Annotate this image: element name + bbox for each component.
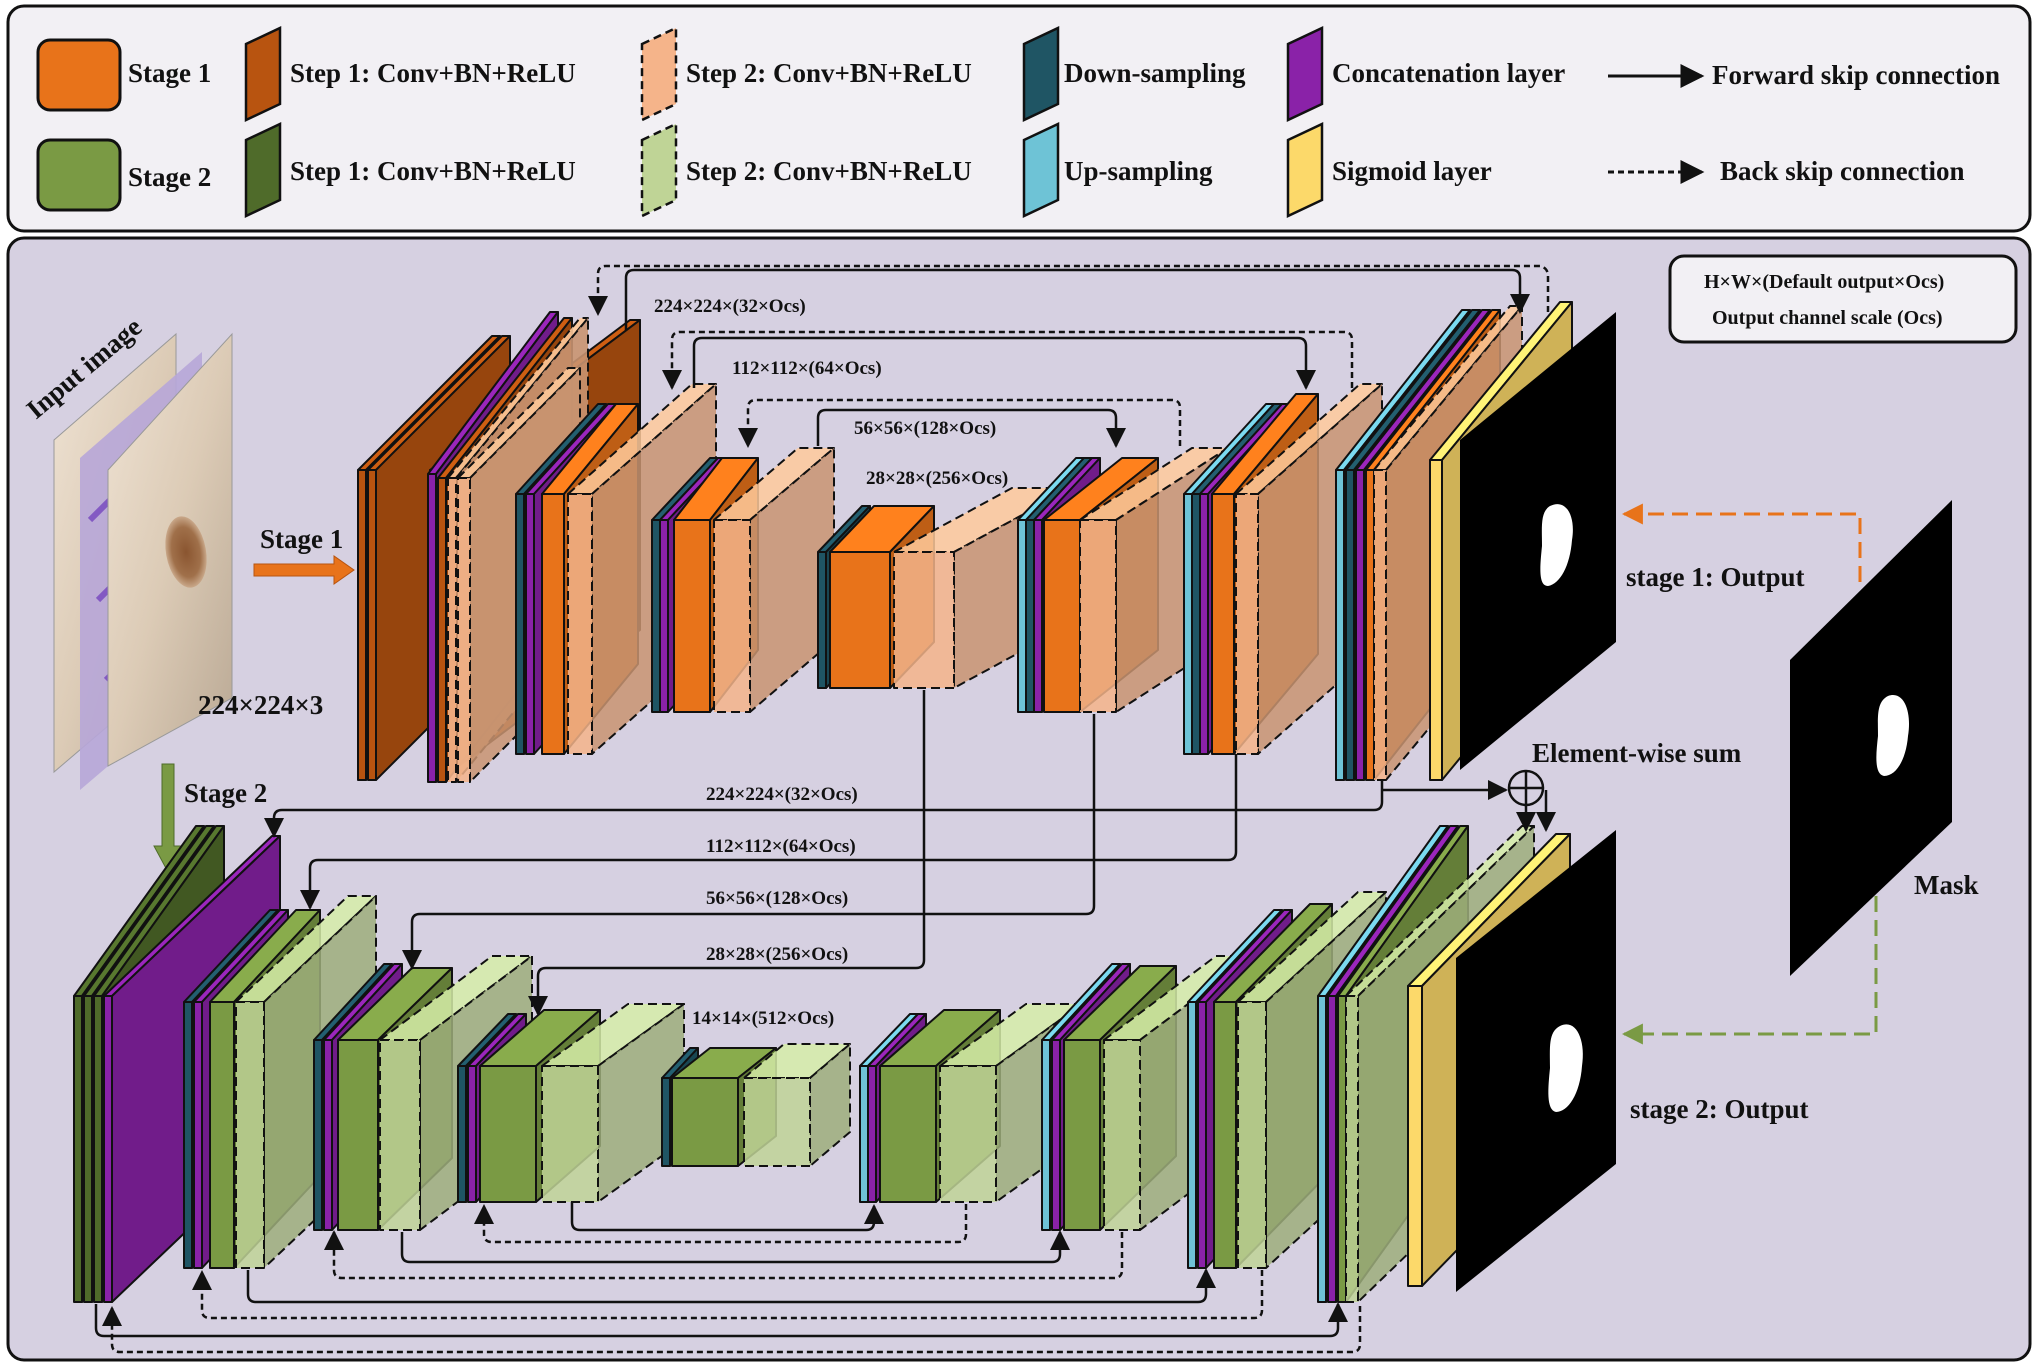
dim-s1-0: 224×224×(32×Ocs) [654,296,806,317]
stage2-output-mask [1456,830,1616,1292]
stage1-arrow: Stage 1 [253,524,355,585]
legend-sigmoid: Sigmoid layer [1332,156,1492,186]
legend-s1-step1: Step 1: Conv+BN+ReLU [290,58,576,88]
stage1-output-label: stage 1: Output [1626,562,1805,592]
s2-step2-swatch [640,122,678,218]
legend-down: Down-sampling [1064,58,1246,88]
network-layers [73,301,1573,1303]
dim-s2-1: 112×112×(64×Ocs) [706,836,856,857]
mask-label: Mask [1914,870,1979,900]
element-wise-sum-icon [1507,769,1545,807]
s1-fwd-56 [816,408,1126,448]
up-sampling-swatch [1022,122,1060,218]
legend-stage2: Stage 2 [128,162,211,192]
skip-connections [94,264,1556,1354]
legend-stage1: Stage 1 [128,58,211,88]
input-size-label: 224×224×3 [198,690,323,720]
bottleneck-s2-label: 14×14×(512×Ocs) [692,1008,834,1029]
dim-s1-2: 56×56×(128×Ocs) [854,418,996,439]
legend-s1-step2: Step 2: Conv+BN+ReLU [686,58,972,88]
s1-back-112 [662,330,1354,390]
s1-step1-swatch [244,26,282,122]
legend-up: Up-sampling [1064,156,1213,186]
dim-s2-2: 56×56×(128×Ocs) [706,888,848,909]
s2-fwd-28 [570,1202,884,1232]
stage2-arrow: Stage 2 [153,763,267,874]
stage1-feedback-arrow [1621,503,1862,582]
legend-back: Back skip connection [1720,156,1965,186]
legend-s2-step1: Step 1: Conv+BN+ReLU [290,156,576,186]
legend-s2-step2: Step 2: Conv+BN+ReLU [686,156,972,186]
mole [165,516,207,588]
s1-enc3-step2 [713,447,835,713]
s1-fwd-224 [624,268,1530,330]
stage1-output-mask [1460,312,1616,770]
s2-back-56 [324,1230,1124,1280]
s1-back-224 [588,264,1550,316]
legend-concat: Concatenation layer [1332,58,1565,88]
s2-back-224 [102,1306,1362,1354]
s1s2-112 [300,754,1238,910]
s1-fwd-112 [692,336,1316,390]
stage2-output-label: stage 2: Output [1630,1094,1809,1124]
legend-panel: Stage 1 Stage 2 Step 1: Conv+BN+ReLU Ste… [6,4,2032,233]
s2-fwd-224 [94,1302,1348,1338]
svg-text:Stage 1: Stage 1 [260,524,343,554]
svg-text:Stage 2: Stage 2 [184,778,267,808]
s1s2-28 [528,690,926,1016]
dim-s2-0: 224×224×(32×Ocs) [706,784,858,805]
s1s2-224 [264,780,1384,838]
s2-fwd-112 [246,1268,1216,1304]
s2-bn-step2 [743,1043,851,1167]
svg-text:Output channel scale (Ocs): Output channel scale (Ocs) [1712,307,1943,329]
s2-step1-swatch [244,122,282,218]
input-image: Input image 224×224×3 [21,311,323,790]
s1-back-56 [738,398,1182,448]
output-scale-box: H×W×(Default output×Ocs) Output channel … [1668,254,2018,344]
s1s2-56 [402,714,1096,970]
dim-s1-3: 28×28×(256×Ocs) [866,468,1008,489]
dim-s1-1: 112×112×(64×Ocs) [732,358,882,379]
down-sampling-swatch [1022,26,1060,122]
s2-fwd-56 [400,1230,1070,1264]
stage2-swatch [36,138,122,212]
s1-step2-swatch [640,26,678,122]
ground-truth-mask [1790,500,1952,976]
sigmoid-swatch [1286,122,1324,218]
s2-back-112 [192,1270,1264,1320]
legend-forward: Forward skip connection [1712,60,2000,90]
element-wise-sum-label: Element-wise sum [1532,738,1742,768]
concat-swatch [1286,26,1324,122]
svg-text:H×W×(Default output×Ocs): H×W×(Default output×Ocs) [1704,271,1944,293]
stage1-swatch [36,38,122,112]
dim-s2-3: 28×28×(256×Ocs) [706,944,848,965]
s2-back-28 [474,1204,968,1244]
